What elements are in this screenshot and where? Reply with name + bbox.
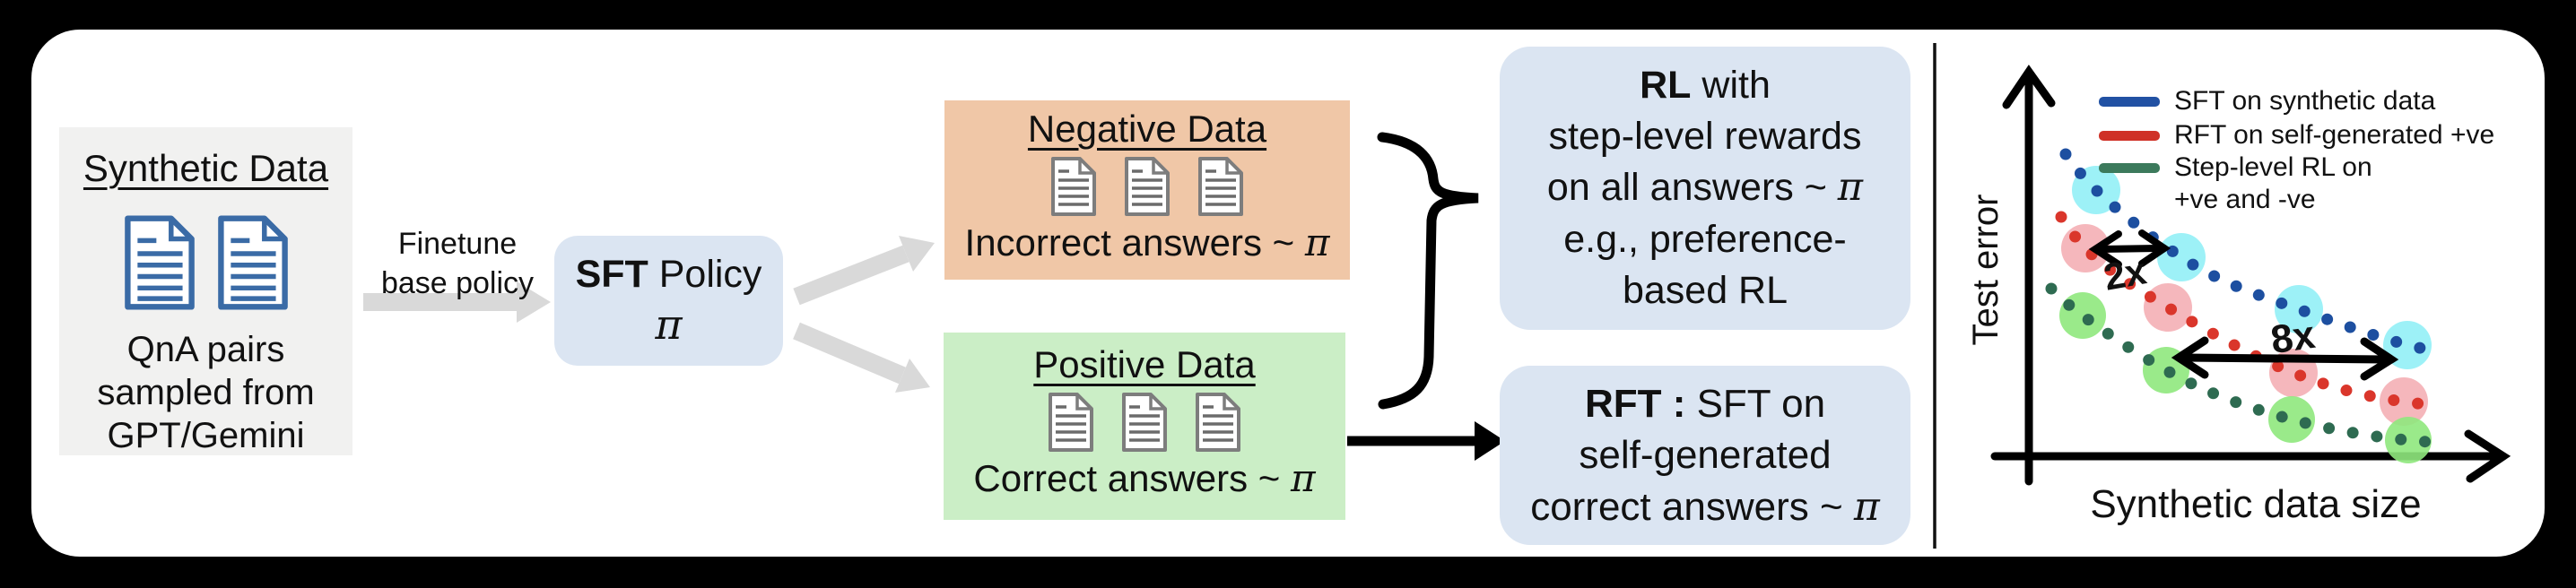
rft-line-2: self-generated	[1579, 433, 1832, 478]
gain-2x-arrow	[2088, 229, 2171, 268]
positive-data-icons	[944, 392, 1345, 453]
rl-line-3: on all answers ~ π	[1546, 165, 1864, 211]
document-icon	[1049, 393, 1093, 452]
rft-line-1: RFT : SFT on	[1584, 382, 1826, 427]
synthetic-data-title: Synthetic Data	[83, 147, 329, 189]
sft-curve	[2059, 148, 2444, 358]
negative-data-title: Negative Data	[1027, 108, 1267, 150]
document-icon	[1125, 157, 1170, 216]
synthetic-data-icons	[59, 213, 352, 312]
sft-policy-box: SFT Policy π	[554, 236, 783, 366]
rl-line-4: e.g., preference-	[1563, 217, 1847, 261]
finetune-label: Finetune base policy	[380, 227, 535, 301]
gain-8x-arrow	[2171, 336, 2399, 381]
pi-symbol: π	[1853, 483, 1880, 530]
rl-curve	[2045, 282, 2439, 448]
positive-to-rft-arrow	[1347, 421, 1505, 461]
positive-data-caption: Correct answers ~ π	[973, 456, 1316, 500]
pi-symbol: π	[1837, 165, 1864, 211]
rft-line-3: correct answers ~ π	[1530, 483, 1880, 530]
rl-line-2: step-level rewards	[1548, 115, 1862, 159]
legend-label-sft: SFT on synthetic data	[2174, 86, 2436, 116]
negative-data-icons	[944, 156, 1350, 217]
y-axis	[2002, 65, 2056, 486]
document-icon	[1198, 157, 1243, 216]
finetune-arrow	[363, 281, 551, 323]
document-icon	[1196, 393, 1240, 452]
legend-swatch-sft	[2099, 97, 2160, 107]
sft-policy-title: SFT Policy	[575, 252, 762, 296]
legend-swatch-rl	[2099, 163, 2160, 173]
rft-box: RFT : SFT on self-generated correct answ…	[1500, 366, 1910, 545]
x-axis-label: Synthetic data size	[2090, 482, 2422, 526]
rl-box: RL with step-level rewards on all answer…	[1500, 47, 1910, 330]
rl-line-5: based RL	[1622, 268, 1788, 312]
y-axis-label: Test error	[1966, 194, 2006, 346]
positive-data-title: Positive Data	[1033, 343, 1256, 385]
rl-line-1: RL with	[1640, 64, 1771, 108]
pi-symbol: π	[1304, 220, 1330, 264]
annotation-8x: 8x	[2267, 312, 2319, 363]
positive-data-box: Positive Data	[944, 333, 1345, 520]
legend-label-rl-line2: +ve and -ve	[2174, 185, 2316, 214]
document-icon	[1051, 157, 1096, 216]
pi-symbol: π	[1291, 456, 1316, 500]
negative-data-caption: Incorrect answers ~ π	[964, 220, 1330, 264]
pi-symbol: π	[655, 299, 683, 349]
legend-label-rl: Step-level RL on	[2174, 152, 2372, 182]
synthetic-data-caption: QnA pairs sampled from GPT/Gemini	[97, 330, 315, 455]
branch-arrow-positive	[793, 322, 930, 393]
synthetic-data-box: Synthetic Data	[59, 127, 352, 455]
curly-brace	[1377, 132, 1479, 410]
document-icon	[1122, 393, 1167, 452]
legend-label-rft: RFT on self-generated +ve	[2174, 120, 2495, 150]
branch-arrow-negative	[793, 236, 935, 306]
rft-curve	[2055, 211, 2442, 411]
document-icon	[217, 215, 288, 310]
document-icon	[124, 215, 195, 310]
negative-data-box: Negative Data	[944, 100, 1350, 280]
annotation-2x: 2x	[2101, 249, 2150, 298]
legend-swatch-rft	[2099, 131, 2160, 141]
